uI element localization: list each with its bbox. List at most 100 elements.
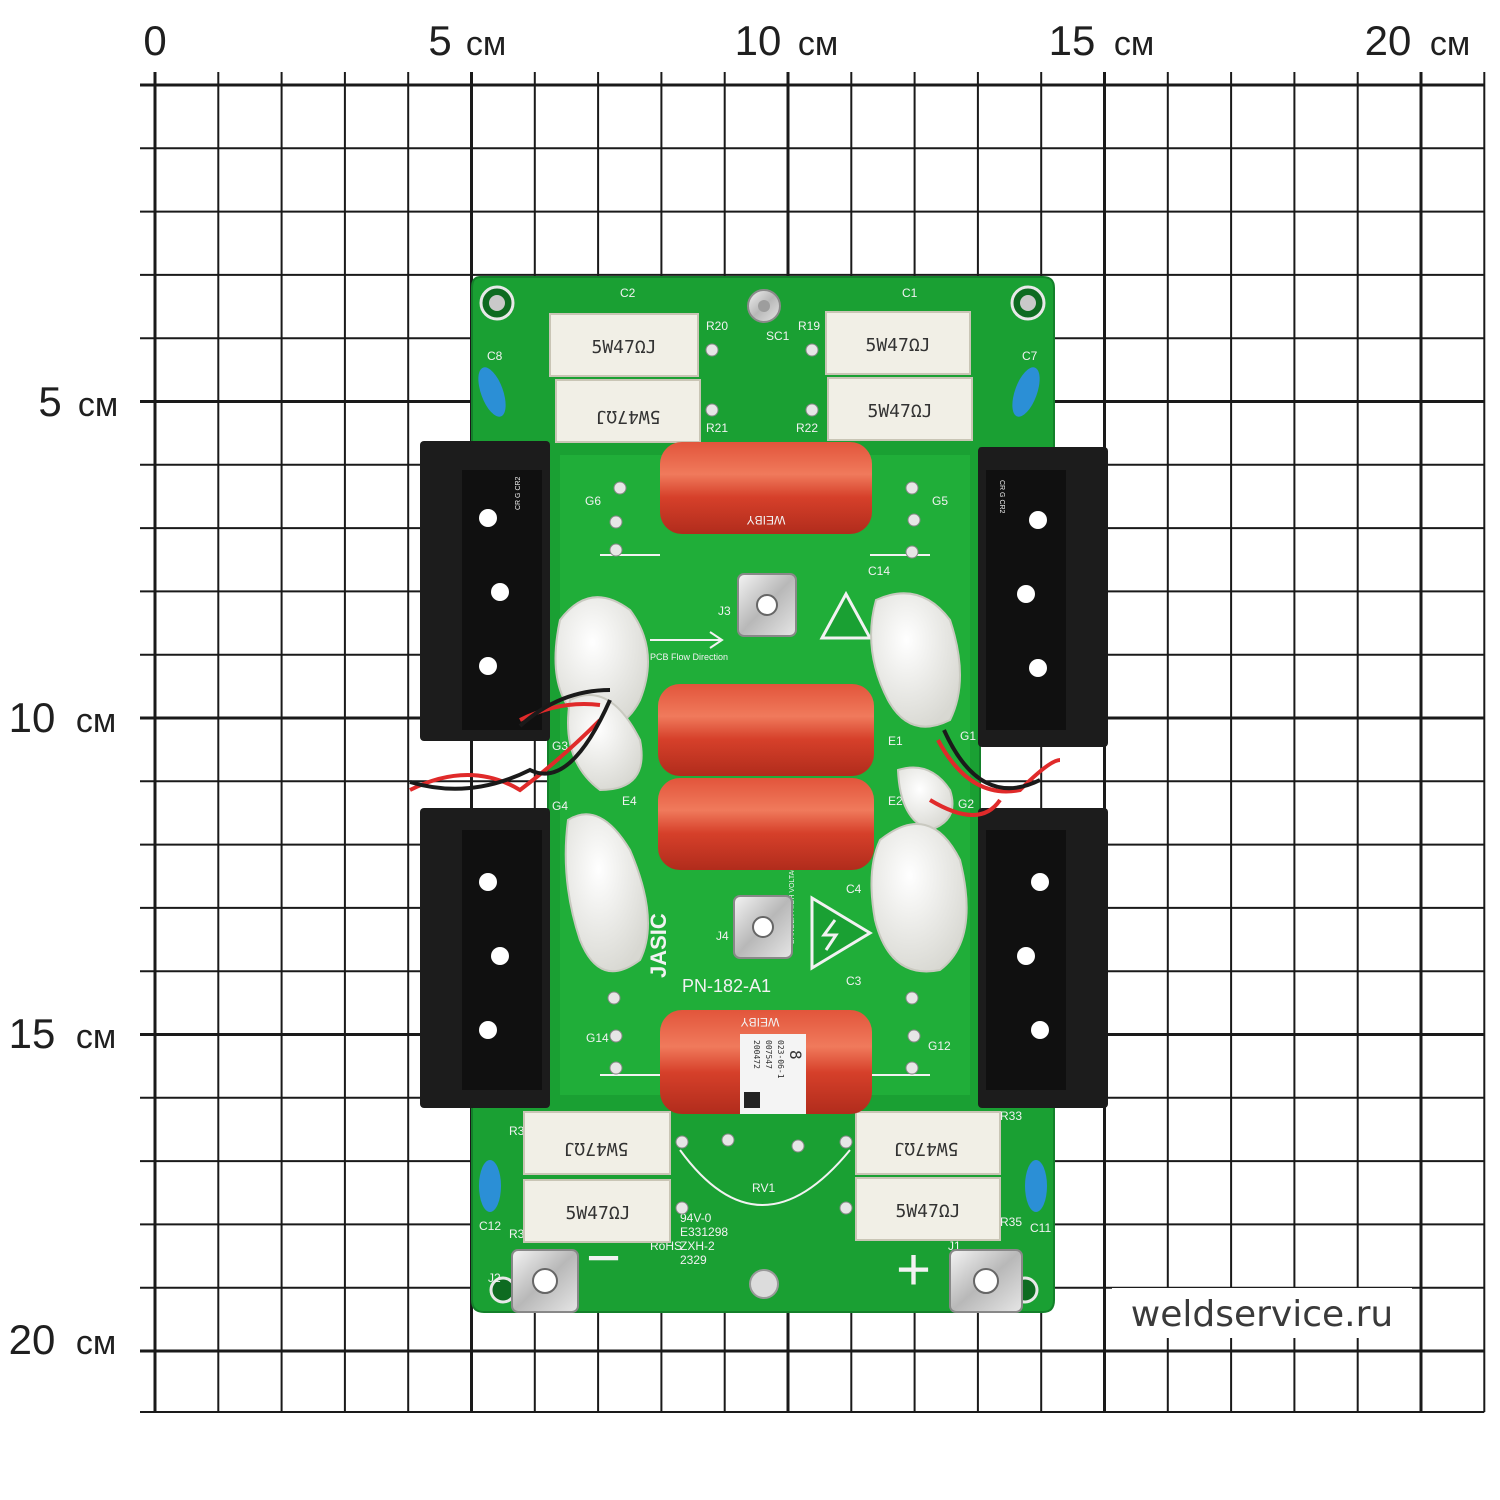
left-tick-15-unit: см — [76, 1018, 116, 1056]
label-c4: C4 — [846, 882, 862, 896]
terminal-j3 — [737, 573, 797, 637]
top-tick-20-unit: см — [1430, 25, 1470, 63]
screw-hole — [491, 947, 509, 965]
screw-bottom — [749, 1269, 779, 1299]
label-r21: R21 — [706, 421, 728, 435]
wire-red — [519, 702, 601, 722]
left-tick-10-unit: см — [76, 702, 116, 740]
left-tick-15: 15 — [9, 1010, 56, 1057]
resistor-r33: 5W47ΩJ — [855, 1111, 1001, 1175]
flow-arrow-icon — [650, 631, 724, 649]
silicone-blob — [564, 813, 649, 973]
label-r19: R19 — [798, 319, 820, 333]
resistor-r19: 5W47ΩJ — [825, 311, 971, 375]
silicone-blob — [870, 823, 968, 973]
top-tick-15: 15 — [1049, 17, 1096, 64]
label-date: 2329 — [680, 1253, 707, 1267]
screw-hole — [1017, 947, 1035, 965]
label-e1: E1 — [888, 734, 903, 748]
label-g2: G2 — [958, 797, 974, 811]
screw-hole — [479, 873, 497, 891]
sticker-line-3: 023-06-1 — [776, 1040, 785, 1079]
label-j3: J3 — [718, 604, 731, 618]
label-model: PN-182-A1 — [682, 976, 771, 996]
label-c11: C11 — [1030, 1221, 1051, 1235]
lightning-icon — [821, 919, 839, 951]
label-g14: G14 — [586, 1031, 609, 1045]
mount-hole-tr-inner — [1020, 295, 1036, 311]
label-sc1: SC1 — [766, 329, 790, 343]
label-r33: R33 — [1000, 1109, 1022, 1123]
sticker-line-2: 007547 — [764, 1040, 773, 1069]
label-c14: C14 — [868, 564, 890, 578]
screw-hole — [1031, 1021, 1049, 1039]
top-tick-0: 0 — [143, 17, 166, 64]
capacitor-c8 — [478, 367, 506, 417]
silicone-blob — [567, 694, 643, 792]
top-ruler: 0 5 см 10 см 15 см 20 см — [143, 17, 1470, 64]
watermark-backdrop — [1112, 1288, 1412, 1338]
top-tick-5-unit: см — [466, 25, 506, 63]
terminal-j4 — [733, 895, 793, 959]
screw-hole — [479, 509, 497, 527]
film-capacitors: WEIBY WEIBY 200472 007547 023-06-1 8 — [658, 442, 874, 1114]
label-g4: G4 — [552, 799, 568, 813]
resistor-marking: 5W47ΩJ — [895, 1201, 960, 1222]
high-voltage-icon — [810, 895, 873, 971]
transistor-module-tr: CR G CR2 — [978, 447, 1108, 747]
transistor-marking: CR G CR2 — [515, 476, 522, 510]
label-g12: G12 — [928, 1039, 951, 1053]
resistor-marking: 5W47ΩJ — [565, 1203, 630, 1224]
wire-black — [942, 729, 1041, 791]
label-brand: JASIC — [646, 913, 671, 978]
label-c12: C12 — [479, 1219, 501, 1233]
resistor-marking: 5W47ΩJ — [563, 1138, 628, 1159]
label-c8: C8 — [487, 349, 503, 363]
film-capacitor-c14: WEIBY — [660, 442, 872, 534]
screw-hole — [1029, 659, 1047, 677]
film-capacitor-c3: WEIBY 200472 007547 023-06-1 8 — [660, 1010, 872, 1114]
label-r22: R22 — [796, 421, 818, 435]
label-r35: R35 — [1000, 1215, 1022, 1229]
capacitor-c11 — [1025, 1160, 1047, 1212]
label-rv1: RV1 — [752, 1181, 775, 1195]
ceramic-capacitors — [478, 367, 1047, 1212]
top-tick-10: 10 — [735, 17, 782, 64]
left-tick-5: 5 — [38, 378, 61, 425]
esd-warning-icon — [819, 590, 873, 640]
resistor-r36: 5W47ΩJ — [523, 1111, 671, 1175]
label-r20: R20 — [706, 319, 728, 333]
transistor-module-br — [978, 808, 1108, 1108]
left-tick-10: 10 — [9, 694, 56, 741]
resistor-marking: 5W47ΩJ — [893, 1138, 958, 1159]
label-j4: J4 — [716, 929, 729, 943]
silicone-blob — [896, 766, 954, 832]
left-ruler: 5 см 10 см 15 см 20 см — [9, 378, 119, 1363]
wire-red — [409, 718, 602, 793]
transistor-marking: CR G CR2 — [998, 480, 1005, 514]
silicone-blob — [870, 592, 961, 728]
resistor-marking: 5W47ΩJ — [867, 401, 932, 422]
screw-hole — [1029, 511, 1047, 529]
top-tick-15-unit: см — [1114, 25, 1154, 63]
capacitor-c12 — [479, 1160, 501, 1212]
label-cert-zxh2: ZXH-2 — [680, 1239, 715, 1253]
label-arrow: PCB Flow Direction — [650, 652, 728, 662]
screw-hole — [1031, 873, 1049, 891]
qr-code-icon — [744, 1092, 760, 1108]
label-e2: E2 — [888, 794, 903, 808]
wire-black — [518, 688, 611, 728]
resistor-r22: 5W47ΩJ — [827, 377, 973, 441]
screw-hole — [479, 1021, 497, 1039]
trace-line — [600, 554, 930, 1206]
label-c3: C3 — [846, 974, 862, 988]
sticker-digit: 8 — [786, 1050, 805, 1060]
top-tick-20: 20 — [1365, 17, 1412, 64]
capacitor-brand: WEIBY — [747, 513, 786, 527]
top-tick-10-unit: см — [798, 25, 838, 63]
wire-black — [409, 699, 612, 791]
terminal-j1 — [949, 1249, 1023, 1313]
left-tick-20-unit: см — [76, 1324, 116, 1362]
label-cert-e331298: E331298 — [680, 1225, 728, 1239]
